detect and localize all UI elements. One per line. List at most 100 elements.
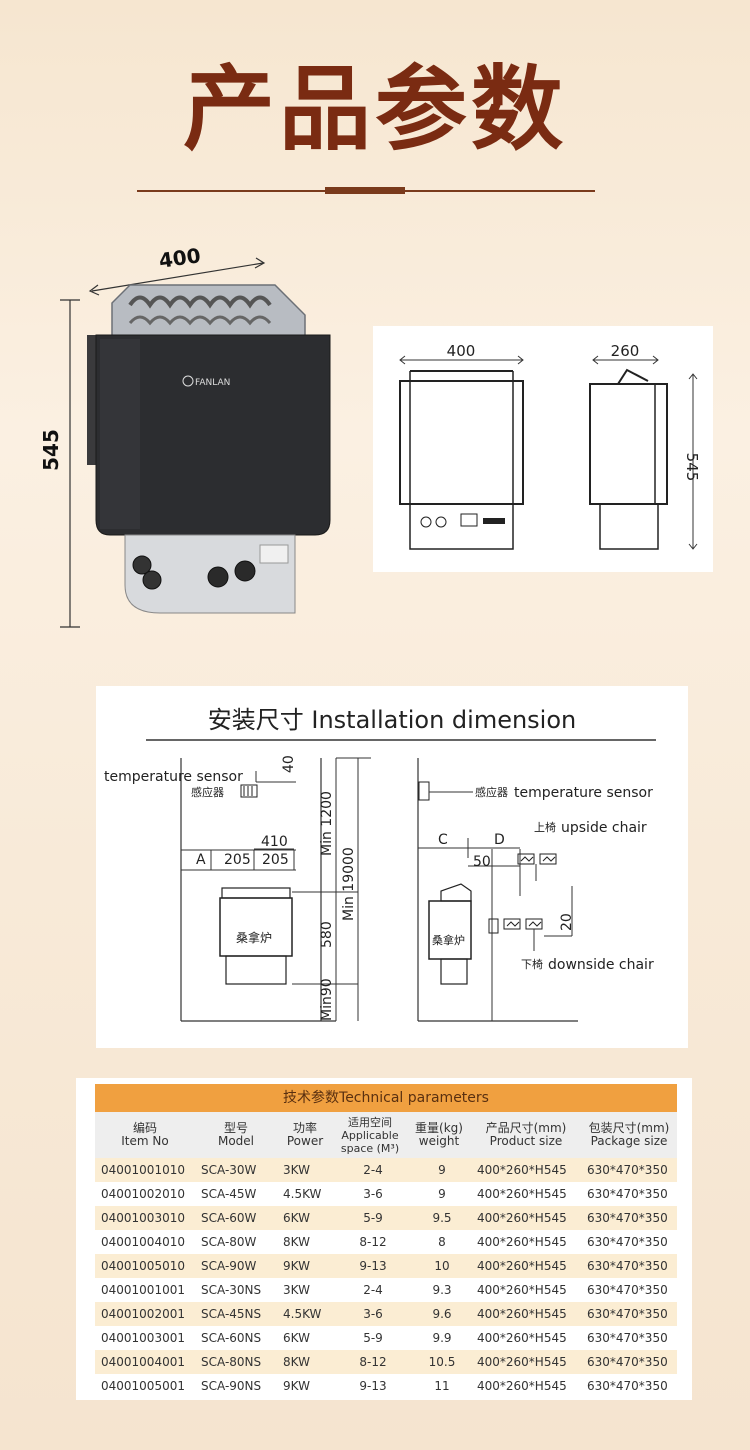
cell-item-no: 04001005001: [95, 1374, 195, 1398]
table-row: 04001005001 SCA-90NS 9KW 9-13 11 400*260…: [95, 1374, 677, 1398]
left-sensor-icon: [240, 784, 258, 798]
cell-item-no: 04001002001: [95, 1302, 195, 1326]
cell-product-size: 400*260*H545: [471, 1158, 581, 1182]
front-view: [399, 380, 524, 505]
left-sensor-cn: 感应器: [191, 785, 224, 799]
cell-package-size: 630*470*350: [581, 1182, 677, 1206]
left-heater-icon: [219, 897, 293, 957]
control-knob-icon: [132, 555, 152, 575]
right-col-d: D: [494, 832, 505, 848]
cell-product-size: 400*260*H545: [471, 1302, 581, 1326]
cell-product-size: 400*260*H545: [471, 1326, 581, 1350]
cell-package-size: 630*470*350: [581, 1326, 677, 1350]
cell-space: 5-9: [333, 1326, 407, 1350]
cell-space: 8-12: [333, 1350, 407, 1374]
cell-weight: 9: [407, 1158, 471, 1182]
cell-product-size: 400*260*H545: [471, 1374, 581, 1398]
cell-item-no: 04001005010: [95, 1254, 195, 1278]
cell-package-size: 630*470*350: [581, 1230, 677, 1254]
cell-package-size: 630*470*350: [581, 1206, 677, 1230]
cell-package-size: 630*470*350: [581, 1350, 677, 1374]
cell-model: SCA-80NS: [195, 1350, 277, 1374]
cell-power: 9KW: [277, 1254, 333, 1278]
table-row: 04001003001 SCA-60NS 6KW 5-9 9.9 400*260…: [95, 1326, 677, 1350]
cell-model: SCA-60NS: [195, 1326, 277, 1350]
right-downside-label: downside chair: [548, 957, 654, 973]
right-gap-20: 20: [559, 913, 575, 931]
right-sensor-label: temperature sensor: [514, 785, 653, 801]
right-upside-label: upside chair: [561, 820, 647, 836]
right-upside-cn: 上椅: [534, 820, 556, 834]
cell-weight: 11: [407, 1374, 471, 1398]
cell-model: SCA-80W: [195, 1230, 277, 1254]
cell-power: 4.5KW: [277, 1182, 333, 1206]
cell-weight: 9.5: [407, 1206, 471, 1230]
width-label: 400: [157, 243, 202, 273]
left-half-right: 205: [262, 852, 289, 868]
header-weight: 重量(kg)weight: [407, 1112, 471, 1158]
left-min-19000: Min 19000: [341, 847, 357, 921]
cell-product-size: 400*260*H545: [471, 1230, 581, 1254]
cell-model: SCA-45W: [195, 1182, 277, 1206]
cell-weight: 9.3: [407, 1278, 471, 1302]
cell-power: 9KW: [277, 1374, 333, 1398]
table-row: 04001004001 SCA-80NS 8KW 8-12 10.5 400*2…: [95, 1350, 677, 1374]
stone-tray: [111, 284, 306, 338]
right-sensor-cn: 感应器: [475, 785, 508, 799]
cell-model: SCA-45NS: [195, 1302, 277, 1326]
cell-model: SCA-30NS: [195, 1278, 277, 1302]
cell-model: SCA-90NS: [195, 1374, 277, 1398]
cell-package-size: 630*470*350: [581, 1374, 677, 1398]
cell-item-no: 04001004001: [95, 1350, 195, 1374]
cell-power: 4.5KW: [277, 1302, 333, 1326]
cell-package-size: 630*470*350: [581, 1302, 677, 1326]
timer-knob-icon: [207, 566, 229, 588]
cell-product-size: 400*260*H545: [471, 1206, 581, 1230]
width-dimension-line: [91, 262, 264, 292]
cell-weight: 9: [407, 1182, 471, 1206]
cell-package-size: 630*470*350: [581, 1278, 677, 1302]
left-h-580: 580: [319, 921, 335, 948]
header-product-size: 产品尺寸(mm)Product size: [471, 1112, 581, 1158]
side-height-label: 545: [683, 453, 701, 482]
product-photo: 400 545 FANLAN: [30, 235, 370, 645]
left-min-1200: Min 1200: [319, 791, 335, 856]
cell-space: 2-4: [333, 1278, 407, 1302]
cell-power: 3KW: [277, 1158, 333, 1182]
left-width-total: 410: [261, 834, 288, 850]
table-row: 04001002010 SCA-45W 4.5KW 3-6 9 400*260*…: [95, 1182, 677, 1206]
cell-space: 3-6: [333, 1302, 407, 1326]
side-depth-label: 260: [611, 342, 640, 360]
title-divider-accent: [325, 187, 405, 194]
cell-space: 2-4: [333, 1158, 407, 1182]
technical-drawing: 400 260 545: [373, 326, 713, 572]
table-row: 04001004010 SCA-80W 8KW 8-12 8 400*260*H…: [95, 1230, 677, 1254]
cell-product-size: 400*260*H545: [471, 1350, 581, 1374]
right-col-c: C: [438, 832, 448, 848]
cell-item-no: 04001002010: [95, 1182, 195, 1206]
cell-space: 8-12: [333, 1230, 407, 1254]
table-row: 04001001010 SCA-30W 3KW 2-4 9 400*260*H5…: [95, 1158, 677, 1182]
cell-weight: 8: [407, 1230, 471, 1254]
height-label: 545: [39, 429, 63, 471]
cell-product-size: 400*260*H545: [471, 1254, 581, 1278]
cell-weight: 10: [407, 1254, 471, 1278]
right-heater-cn: 桑拿炉: [432, 933, 465, 947]
left-sensor-label: temperature sensor: [104, 769, 243, 785]
right-downside-cn: 下椅: [521, 957, 543, 971]
right-sensor-icon: [418, 781, 430, 801]
cell-item-no: 04001003010: [95, 1206, 195, 1230]
cell-weight: 9.6: [407, 1302, 471, 1326]
left-heater-cn: 桑拿炉: [236, 930, 272, 945]
cell-product-size: 400*260*H545: [471, 1278, 581, 1302]
table-caption: 技术参数Technical parameters: [95, 1084, 677, 1112]
right-downside-chair-icon: [503, 918, 521, 930]
cell-weight: 10.5: [407, 1350, 471, 1374]
table-row: 04001003010 SCA-60W 6KW 5-9 9.5 400*260*…: [95, 1206, 677, 1230]
right-gap-50: 50: [473, 854, 491, 870]
right-upside-chair-icon: [517, 853, 535, 865]
